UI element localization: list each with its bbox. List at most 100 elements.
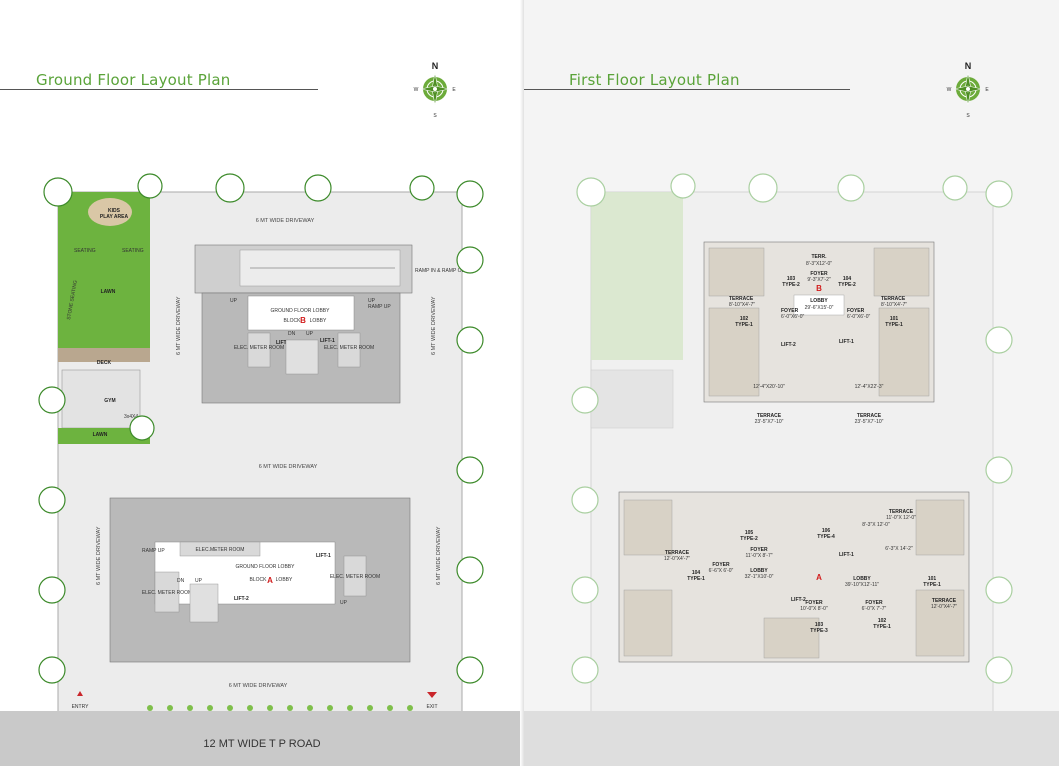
ground-floor-plan: KIDS PLAY AREA SEATING SEATING LAWN STON… xyxy=(30,170,500,715)
a-terrace-1: TERRACE xyxy=(665,550,690,556)
ramp-label: RAMP IN & RAMP OUT xyxy=(415,268,468,274)
compass-icon: N S W E xyxy=(413,60,457,118)
b-terrace-l-dim: 8'-10"X4'-7" xyxy=(729,302,755,308)
b-ramp-up: RAMP UP xyxy=(368,304,391,310)
a-foyer-4: FOYER xyxy=(712,562,730,568)
a-up-2: UP xyxy=(340,600,348,606)
a-lobby-3: LOBBY xyxy=(276,577,293,583)
compass-e: E xyxy=(985,87,989,93)
first-floor-page: First Floor Layout Plan N S W E xyxy=(524,0,1059,766)
ground-floor-page: Ground Floor Layout Plan N S W E xyxy=(0,0,524,766)
play-area-label: PLAY AREA xyxy=(100,214,129,220)
lawn-label: LAWN xyxy=(101,289,116,295)
compass-s: S xyxy=(433,113,437,118)
b-foyer-l-dim: 6'-0"X6'-0" xyxy=(781,314,804,320)
b-u103-type: TYPE-2 xyxy=(782,282,800,288)
a-foyer-3: FOYER xyxy=(865,600,883,606)
driveway-middle: 6 MT WIDE DRIVEWAY xyxy=(259,464,318,470)
lawn-2-label: LAWN xyxy=(93,432,108,438)
driveway-top: 6 MT WIDE DRIVEWAY xyxy=(256,218,315,224)
a-room-top: 8'-3"X 12'-0" xyxy=(862,522,890,528)
a-elec-left: ELEC. METER ROOM xyxy=(142,590,192,596)
b-u101-type: TYPE-1 xyxy=(885,322,903,328)
tp-road xyxy=(0,711,524,766)
b-room-r: 12'-4"X22'-3" xyxy=(855,384,884,390)
a-lobby-l: LOBBY xyxy=(750,568,768,574)
a-u102: 102 xyxy=(878,618,887,624)
b-lift-2: LIFT-2 xyxy=(276,340,291,346)
b-term-dim: 8'-3"X12'-0" xyxy=(806,261,832,267)
b-terrace-br: TERRACE xyxy=(857,413,882,419)
a-dn: DN xyxy=(177,578,185,584)
b-lobby-dim: 29'-6"X15'-0" xyxy=(805,305,834,311)
b-lobby-letter: B xyxy=(300,316,306,325)
gym-dim-label: 3x4X4 xyxy=(124,414,138,420)
b-lobby-1: GROUND FLOOR LOBBY xyxy=(271,308,331,314)
a-u103: 103 xyxy=(815,622,824,628)
a-terrace-2-dim: 12'-0"X4'-7" xyxy=(931,604,957,610)
a-lobby-r: LOBBY xyxy=(853,576,871,582)
a-terrace-3-dim: 11'-0"X 12'-0" xyxy=(886,515,916,521)
b-elec-1: ELEC. METER ROOM xyxy=(234,345,284,351)
driveway-left-upper: 6 MT WIDE DRIVEWAY xyxy=(176,296,182,355)
compass-icon: N S W E xyxy=(946,60,990,118)
faded-road xyxy=(524,711,1059,766)
a-u106: 106 xyxy=(822,528,831,534)
a-lobby-l-dim: 32'-1"X10'-0" xyxy=(745,574,774,580)
a-u101-type: TYPE-1 xyxy=(923,582,941,588)
b-u102: 102 xyxy=(740,316,749,322)
a-u101: 101 xyxy=(928,576,937,582)
a-lift-1: LIFT-1 xyxy=(839,552,854,558)
b-lobby-3: LOBBY xyxy=(310,318,327,324)
b-foyer-r: FOYER xyxy=(847,308,865,314)
driveway-right-upper: 6 MT WIDE DRIVEWAY xyxy=(431,296,437,355)
a-u105: 105 xyxy=(745,530,754,536)
b-lift-1: LIFT-1 xyxy=(839,339,854,345)
driveway-bottom: 6 MT WIDE DRIVEWAY xyxy=(229,683,288,689)
first-floor-plan: B LOBBY 29'-6"X15'-0" TERR. 8'-3"X12'-0"… xyxy=(569,170,1039,715)
driveway-right-lower: 6 MT WIDE DRIVEWAY xyxy=(436,526,442,585)
b-room-l: 12'-4"X20'-10" xyxy=(753,384,785,390)
compass-n: N xyxy=(432,61,439,71)
a-letter: A xyxy=(816,573,822,582)
driveway-left-lower: 6 MT WIDE DRIVEWAY xyxy=(96,526,102,585)
gym-label: GYM xyxy=(104,398,115,404)
a-foyer-1-dim: 11'-0"X 8'-7" xyxy=(745,553,772,559)
a-foyer-3-dim: 6'-0"X 7'-7" xyxy=(862,606,887,612)
title-rule xyxy=(0,89,318,90)
b-elec-2: ELEC. METER ROOM xyxy=(324,345,374,351)
compass-e: E xyxy=(452,87,456,93)
a-lobby-2: BLOCK xyxy=(250,577,268,583)
b-up-2: UP xyxy=(368,298,376,304)
seating-label-1: SEATING xyxy=(74,248,96,254)
exit-label: EXIT xyxy=(426,704,437,710)
compass-s: S xyxy=(966,113,970,118)
a-u104-type: TYPE-1 xyxy=(687,576,705,582)
b-term: TERR. xyxy=(812,254,828,260)
a-foyer-4-dim: 6'-6"X 6'-0" xyxy=(709,568,734,574)
a-up: UP xyxy=(195,578,203,584)
deck-label: DECK xyxy=(97,360,112,366)
a-lobby-1: GROUND FLOOR LOBBY xyxy=(236,564,296,570)
page-title: Ground Floor Layout Plan xyxy=(36,71,231,89)
b-terrace-bl: TERRACE xyxy=(757,413,782,419)
b-terrace-l: TERRACE xyxy=(729,296,754,302)
a-terrace-2: TERRACE xyxy=(932,598,957,604)
a-lift-1: LIFT-1 xyxy=(316,553,331,559)
page-title: First Floor Layout Plan xyxy=(569,71,740,89)
b-foyer-top-dim: 9'-3"X7'-2" xyxy=(807,277,830,283)
a-lobby-letter: A xyxy=(267,576,273,585)
compass-n: N xyxy=(965,61,972,71)
b-terrace-r-dim: 8'-10"X4'-7" xyxy=(881,302,907,308)
b-terrace-bl-dim: 23'-5"X7'-10" xyxy=(755,419,784,425)
b-lift-2: LIFT-2 xyxy=(781,342,796,348)
b-u103: 103 xyxy=(787,276,796,282)
compass-w: W xyxy=(947,87,952,93)
a-terrace-3: TERRACE xyxy=(889,509,914,515)
b-up-3: UP xyxy=(306,331,314,337)
a-ramp-up: RAMP UP xyxy=(142,548,165,554)
b-foyer-top: FOYER xyxy=(810,271,828,277)
a-lobby-r-dim: 39'-10"X12'-11" xyxy=(845,582,879,588)
a-u104: 104 xyxy=(692,570,701,576)
